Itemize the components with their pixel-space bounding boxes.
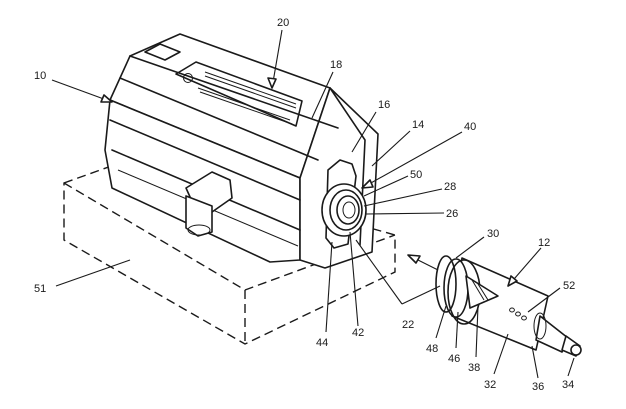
label-46: 46: [448, 353, 460, 365]
label-34: 34: [562, 379, 574, 391]
label-50: 50: [410, 169, 422, 181]
label-32: 32: [484, 379, 496, 391]
label-48: 48: [426, 343, 438, 355]
label-18: 18: [330, 59, 342, 71]
probe-assembly: [435, 255, 582, 357]
label-20: 20: [277, 17, 289, 29]
label-30: 30: [487, 228, 499, 240]
label-14: 14: [412, 119, 424, 131]
label-52: 52: [563, 280, 575, 292]
label-16: 16: [378, 99, 390, 111]
label-28: 28: [444, 181, 456, 193]
label-10: 10: [34, 70, 46, 82]
leader-lines: [51, 29, 575, 379]
label-36: 36: [532, 381, 544, 393]
label-38: 38: [468, 362, 480, 374]
label-42: 42: [352, 327, 364, 339]
label-40: 40: [464, 121, 476, 133]
reference-numerals: 10 20 18 16 14 40 50 28 26 30 12 52 51 2…: [34, 17, 575, 393]
label-51: 51: [34, 283, 46, 295]
label-26: 26: [446, 208, 458, 220]
label-12: 12: [538, 237, 550, 249]
label-22: 22: [402, 319, 414, 331]
label-44: 44: [316, 337, 328, 349]
